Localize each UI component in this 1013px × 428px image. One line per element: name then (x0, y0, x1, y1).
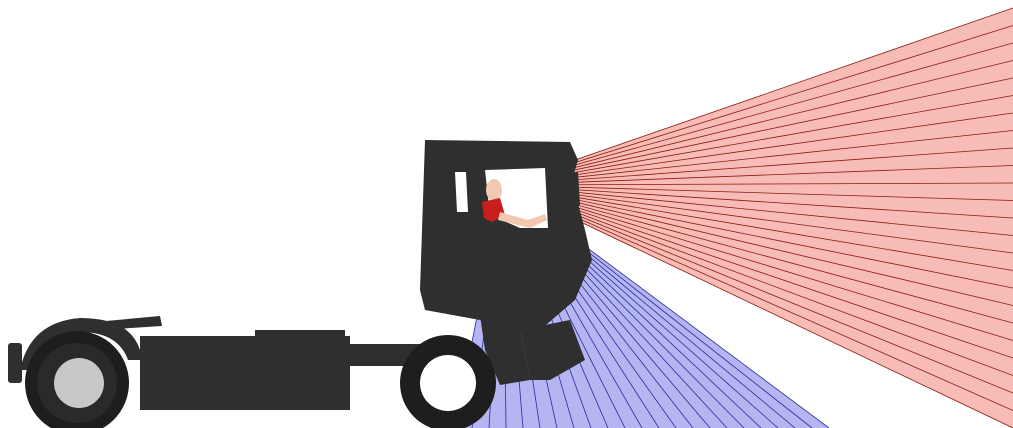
rear-window (455, 172, 468, 212)
rear-wheel-hub (54, 358, 104, 408)
battery-box (255, 330, 345, 340)
fifth-wheel (95, 316, 162, 330)
fuel-tank (140, 336, 350, 410)
cab (420, 140, 592, 335)
front-wheel (400, 335, 496, 428)
driver-head (486, 179, 502, 201)
rear-light (8, 343, 22, 383)
